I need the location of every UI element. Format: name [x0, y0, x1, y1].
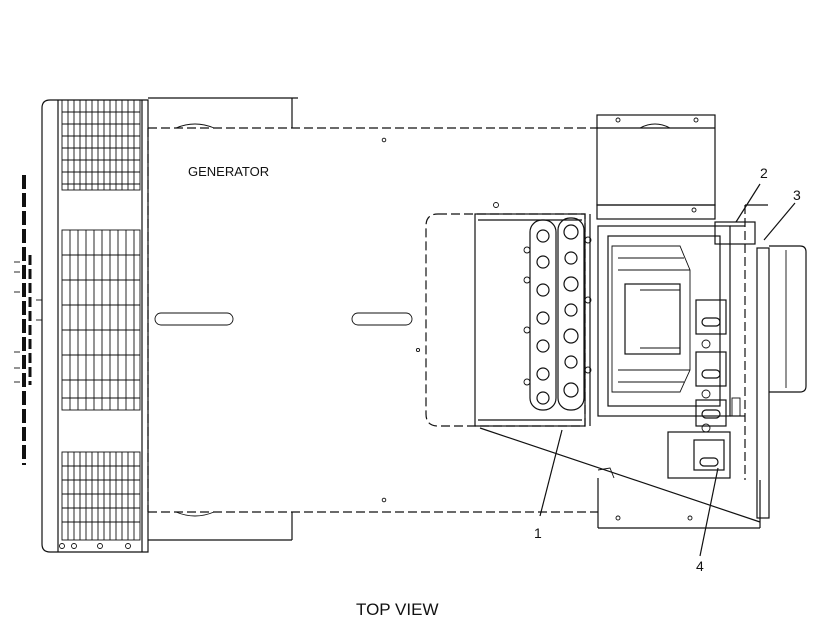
radiator-grille-lower — [61, 451, 141, 541]
view-title: TOP VIEW — [356, 600, 439, 619]
side-module — [714, 204, 807, 519]
generator-housing — [147, 97, 598, 541]
fan-guard — [14, 175, 42, 465]
radiator-grille-middle — [61, 229, 141, 411]
engine-bay — [425, 213, 591, 427]
callout-3: 3 — [793, 187, 801, 203]
generator-label: GENERATOR — [188, 164, 269, 179]
callout-1: 1 — [534, 525, 542, 541]
callout-leaders — [539, 183, 796, 557]
radiator-grille-upper — [61, 99, 141, 191]
radiator-end — [41, 99, 149, 553]
callout-4: 4 — [696, 558, 704, 574]
callout-2: 2 — [760, 165, 768, 181]
terminal-strip-assembly — [523, 217, 592, 411]
control-housing — [597, 205, 746, 480]
upper-cabinet — [493, 114, 716, 220]
circuit-breakers — [667, 299, 741, 479]
base-frame — [479, 427, 761, 529]
